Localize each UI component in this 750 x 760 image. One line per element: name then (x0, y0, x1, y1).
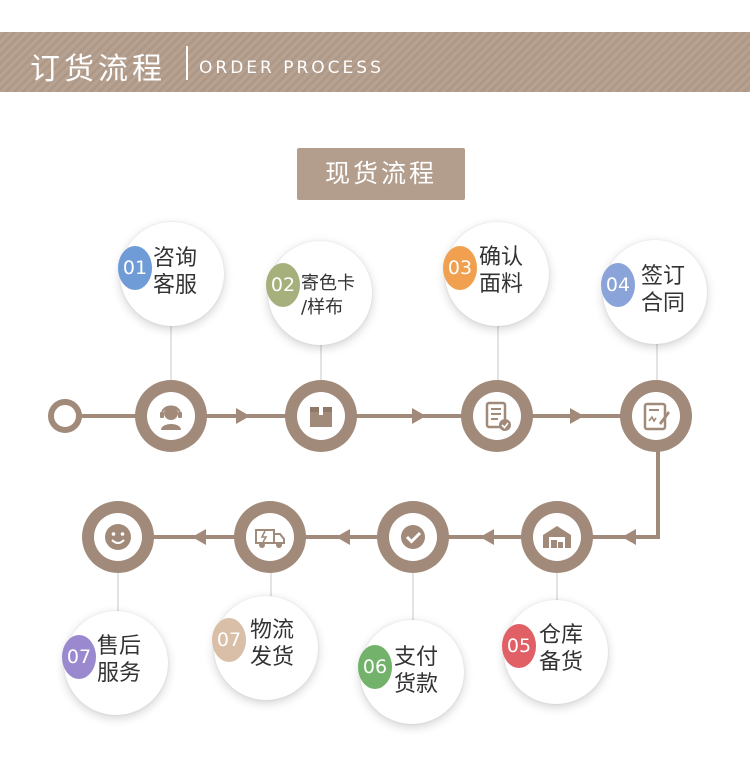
arrow-left (192, 529, 206, 545)
step-label-06: 支付货款 (394, 645, 439, 697)
arrow-right (412, 408, 426, 424)
payment-check-icon (401, 525, 425, 549)
step-node-02 (285, 380, 357, 452)
arrow-right (236, 408, 250, 424)
step-node-06 (377, 501, 449, 573)
stem (320, 344, 322, 380)
arrow-left (336, 529, 350, 545)
step-number-08: 07 (62, 635, 96, 679)
step-label-05: 仓库备货 (539, 623, 584, 675)
step-label-02: 寄色卡/样布 (301, 273, 355, 318)
smiley-icon (105, 524, 131, 550)
stem (656, 344, 658, 380)
header-title-cn: 订货流程 (30, 52, 166, 87)
step-number-01: 01 (118, 246, 152, 290)
process-badge: 现货流程 (297, 148, 465, 200)
start-circle (48, 399, 82, 433)
step-number-06: 06 (358, 645, 392, 689)
delivery-truck-icon (255, 529, 285, 548)
step-number-05: 05 (502, 624, 536, 668)
stem (497, 326, 499, 380)
contract-sign-icon (643, 402, 670, 431)
warehouse-icon (543, 526, 571, 548)
step-number-03: 03 (443, 246, 477, 290)
step-label-08: 售后服务 (97, 634, 142, 686)
arrow-right (570, 408, 584, 424)
box-icon (310, 407, 332, 427)
stem (117, 573, 119, 613)
section-header: 订货流程 ORDER PROCESS (0, 32, 750, 92)
step-node-01 (135, 380, 207, 452)
step-number-04: 04 (601, 263, 635, 307)
step-number-02: 02 (266, 263, 300, 307)
step-label-04: 签订合同 (641, 264, 686, 316)
arrow-left (480, 529, 494, 545)
step-label-03: 确认面料 (479, 245, 524, 297)
stem (270, 573, 272, 603)
step-node-03 (461, 380, 533, 452)
stem (412, 573, 414, 627)
step-label-01: 咨询客服 (153, 246, 198, 298)
step-number-07: 07 (212, 618, 246, 662)
step-node-07 (234, 501, 306, 573)
header-title-en: ORDER PROCESS (199, 58, 384, 78)
document-check-icon (485, 401, 511, 431)
stem (170, 326, 172, 380)
stem (556, 573, 558, 607)
step-node-05 (521, 501, 593, 573)
step-node-08 (82, 501, 154, 573)
customer-service-icon (160, 405, 182, 430)
step-node-04 (620, 380, 692, 452)
arrow-left (622, 529, 636, 545)
header-divider (186, 46, 188, 80)
step-label-07: 物流发货 (250, 618, 295, 670)
